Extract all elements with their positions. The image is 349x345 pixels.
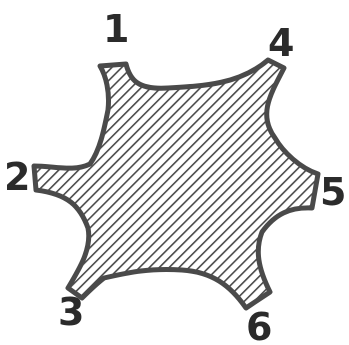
label-1: 1 <box>103 7 129 51</box>
label-5: 5 <box>320 170 346 214</box>
label-6: 6 <box>246 305 272 345</box>
label-2: 2 <box>4 155 30 199</box>
label-3: 3 <box>58 290 84 334</box>
label-4: 4 <box>268 21 294 65</box>
hatched-cross-section <box>34 60 318 308</box>
